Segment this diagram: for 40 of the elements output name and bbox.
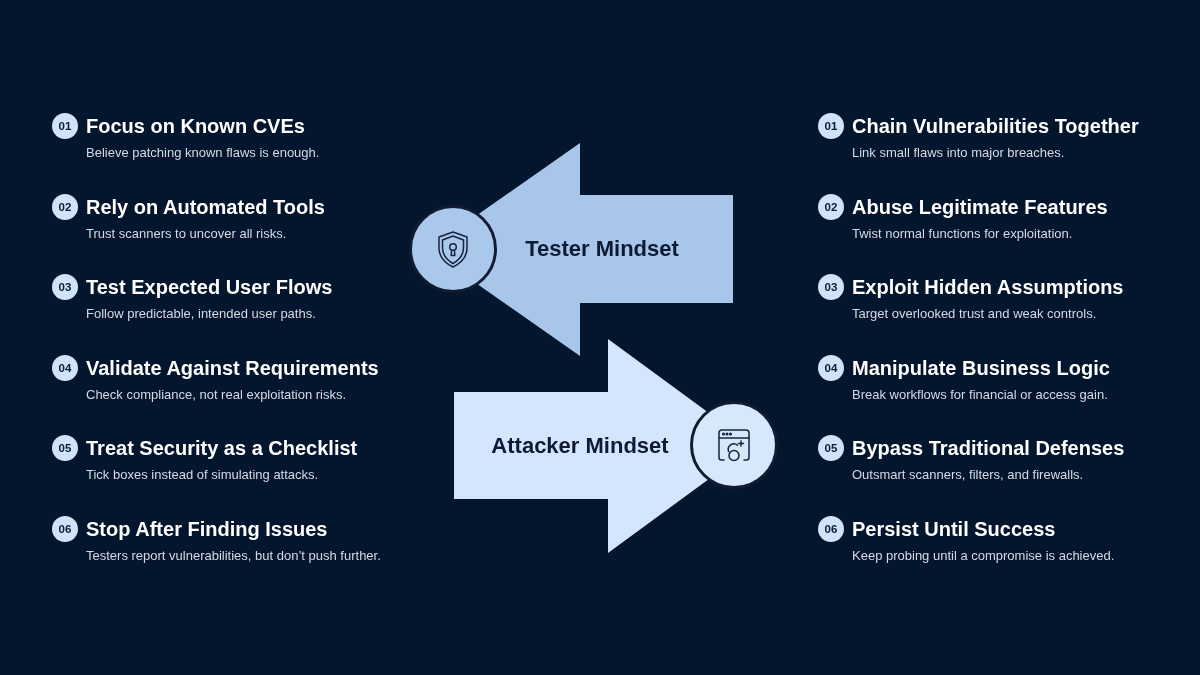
item-description: Testers report vulnerabilities, but don’t push further. [86,547,381,564]
item-title: Treat Security as a Checklist [86,436,358,462]
left-block-arrow [409,143,733,356]
item-description: Target overlooked trust and weak controls. [852,305,1097,323]
item-title: Stop After Finding Issues [86,517,328,542]
item-title: Chain Vulnerabilities Together [852,114,1139,139]
step-number: 02 [818,193,844,220]
item-description: Believe patching known flaws is enough. [86,144,320,161]
item-description: Tick boxes instead of simulating attacks. [86,466,319,484]
mindset-label: Tester Mindset [525,235,679,263]
item-title: Manipulate Business Logic [852,355,1110,381]
item-description: Link small flaws into major breaches. [852,144,1065,161]
step-number: 03 [818,274,844,301]
step-number: 04 [52,354,78,381]
step-number: 01 [818,113,844,139]
step-number: 04 [818,354,844,381]
item-title: Bypass Traditional Defenses [852,436,1125,462]
item-description: Break workflows for financial or access gain. [852,385,1108,403]
item-title: Abuse Legitimate Features [852,194,1108,220]
item-title: Test Expected User Flows [86,275,333,301]
step-number: 01 [52,113,78,139]
item-title: Focus on Known CVEs [86,114,305,139]
item-title: Validate Against Requirements [86,355,379,381]
item-description: Twist normal functions for exploitation. [852,224,1073,242]
item-title: Rely on Automated Tools [86,194,325,220]
item-description: Outsmart scanners, filters, and firewalls. [852,466,1084,484]
step-number: 05 [52,435,78,462]
step-number: 06 [818,516,844,542]
item-description: Trust scanners to uncover all risks. [86,224,287,242]
item-description: Check compliance, not real exploitation risks. [86,385,347,403]
step-number: 05 [818,435,844,462]
step-number: 02 [52,193,78,220]
item-title: Persist Until Success [852,517,1056,542]
step-number: 03 [52,274,78,301]
item-description: Follow predictable, intended user paths. [86,305,316,323]
item-title: Exploit Hidden Assumptions [852,275,1124,301]
item-description: Keep probing until a compromise is achieved. [852,547,1115,564]
step-number: 06 [52,516,78,542]
mindset-label: Attacker Mindset [491,432,669,460]
right-block-arrow [454,339,778,553]
